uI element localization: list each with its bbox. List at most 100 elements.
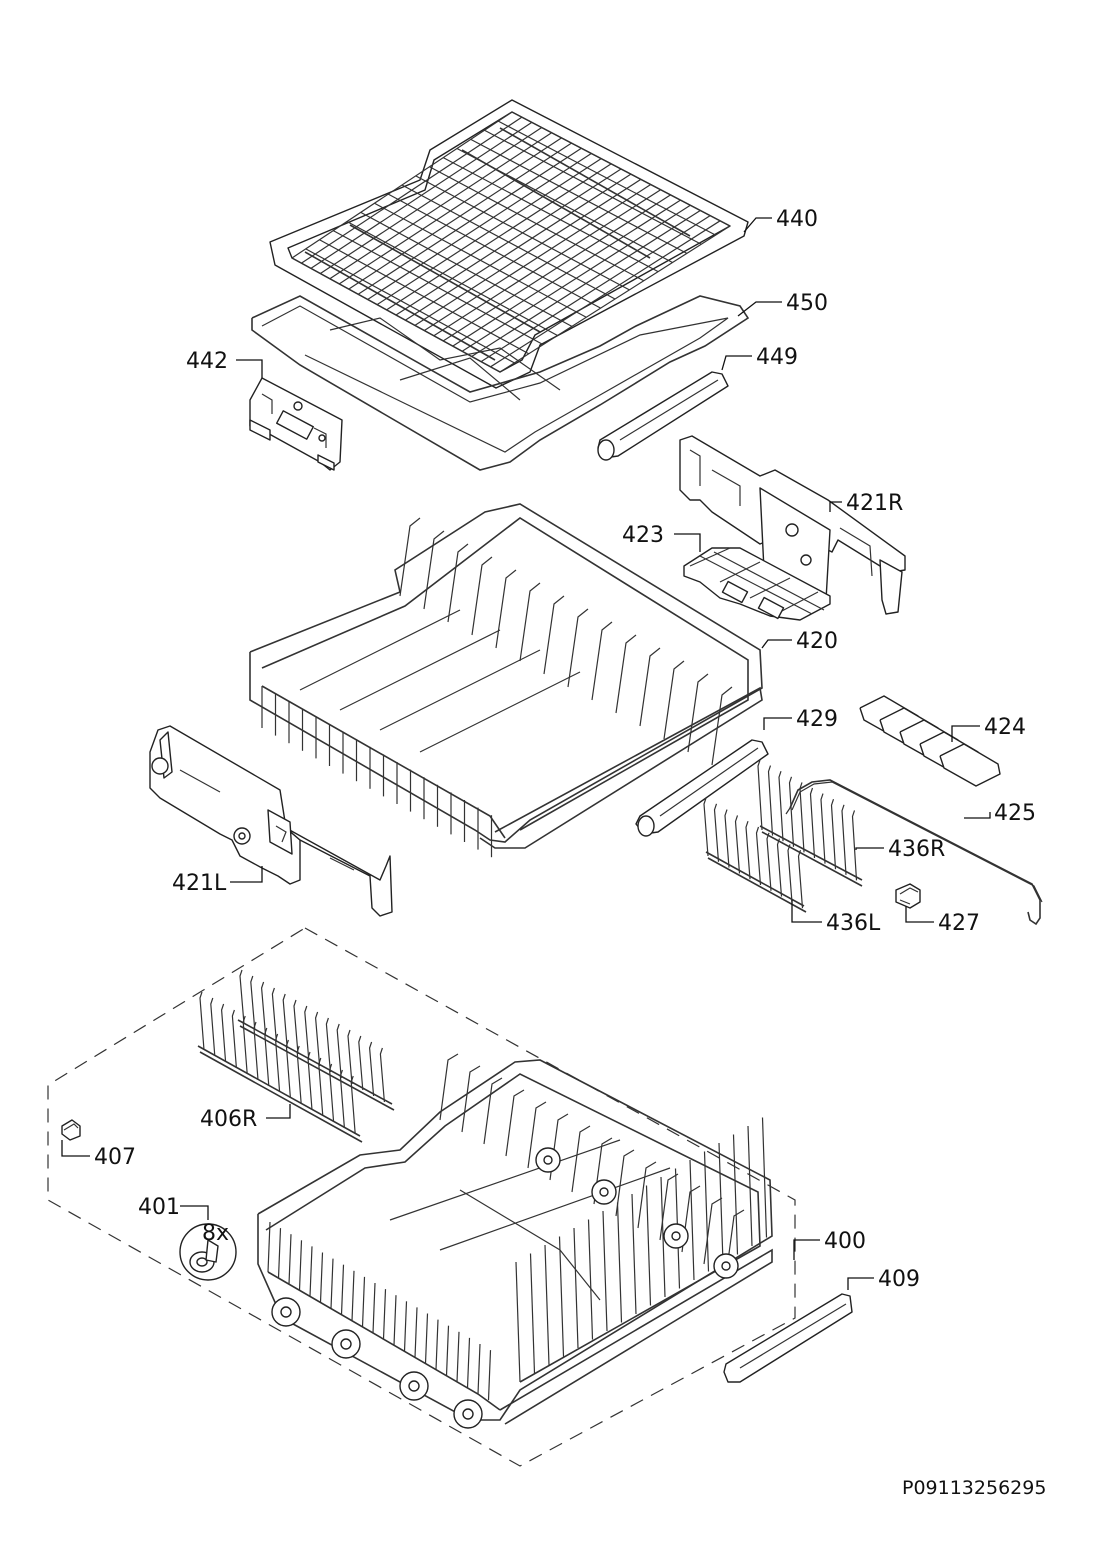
lower-basket-upright	[703, 1151, 710, 1272]
part-409-trim	[723, 1293, 853, 1383]
tray-grid-wire	[395, 168, 622, 316]
tray-grid-wire	[301, 116, 523, 264]
tray-grid-wire	[414, 178, 642, 326]
tray-grid-wire	[338, 137, 562, 285]
upper-basket-rib	[543, 595, 565, 675]
tine-406R	[296, 1045, 302, 1105]
tine-436L	[703, 797, 709, 857]
lower-basket-rib	[461, 1065, 481, 1133]
label-409: 409	[878, 1267, 920, 1292]
part-401-wheel	[179, 1223, 237, 1281]
upper-basket-rib	[567, 608, 589, 688]
label-400: 400	[824, 1229, 866, 1254]
lower-basket-upright	[660, 1176, 666, 1298]
lower-basket-rib	[615, 1149, 635, 1217]
lower-basket-upright	[558, 1236, 565, 1357]
upper-basket-rib	[471, 556, 493, 636]
lower-basket-upright	[587, 1219, 594, 1340]
tine-406R	[199, 991, 205, 1051]
part-442-bracket	[249, 377, 343, 471]
tine-406R	[271, 987, 277, 1043]
tine-436R	[820, 793, 826, 864]
lower-basket-upright	[602, 1210, 608, 1332]
tine-406R	[274, 1033, 281, 1093]
tray-grid-wire	[329, 132, 552, 280]
tine-406R	[285, 1039, 291, 1099]
tray-grid-wire	[461, 204, 691, 352]
tine-406R	[239, 969, 245, 1025]
tine-436L	[713, 803, 720, 862]
upper-basket-rib	[615, 634, 637, 714]
tray-grid-wire	[499, 225, 731, 373]
lower-basket-upright	[403, 1301, 408, 1352]
tine-406R	[231, 1009, 237, 1069]
tine-436L	[776, 838, 783, 897]
tray-grid-wire	[480, 215, 711, 363]
label-420: 420	[796, 629, 838, 654]
part-400-lower-basket	[257, 1053, 773, 1429]
part-436R-tine-rack	[757, 759, 863, 887]
tine-436R	[778, 771, 784, 842]
upper-basket-rib	[399, 517, 421, 597]
tine-406R	[347, 1029, 353, 1085]
tine-406R	[282, 993, 288, 1049]
tine-406R	[325, 1017, 331, 1073]
lower-basket-upright	[267, 1221, 271, 1273]
part-407-clip	[61, 1119, 81, 1141]
tine-436L	[755, 826, 762, 886]
label-423: 423	[622, 523, 664, 548]
part-labels: 440 450 442 449 421R 423 420 429 424 425…	[94, 207, 1046, 1499]
lower-basket-upright	[351, 1270, 355, 1321]
tray-grid-wire	[376, 158, 602, 306]
lower-basket-upright	[515, 1261, 521, 1383]
tray-grid-wire	[452, 199, 681, 347]
tine-436L	[745, 821, 751, 880]
tine-436R	[841, 804, 847, 875]
tine-406R	[293, 999, 299, 1055]
lower-basket-rib	[505, 1089, 525, 1157]
label-407: 407	[94, 1145, 136, 1170]
tine-406R	[307, 1051, 313, 1111]
tray-grid-wire	[357, 147, 582, 295]
lower-basket-upright	[718, 1142, 724, 1264]
label-425: 425	[994, 801, 1036, 826]
lower-basket-upright	[747, 1125, 753, 1247]
tine-406R	[336, 1023, 342, 1079]
label-401: 401	[138, 1195, 180, 1220]
tine-406R	[318, 1057, 324, 1117]
lower-basket-rib	[637, 1161, 657, 1229]
label-450: 450	[786, 291, 828, 316]
tine-436R	[788, 776, 795, 847]
tine-436L	[787, 844, 793, 903]
tray-grid-wire	[442, 194, 671, 342]
label-440: 440	[776, 207, 818, 232]
lower-basket-rib	[527, 1101, 547, 1169]
tray-grid-wire	[310, 121, 533, 269]
tine-406R	[368, 1041, 375, 1097]
part-425-rod	[785, 779, 1043, 926]
label-421R: 421R	[846, 491, 903, 516]
part-406R-tine-rack	[197, 969, 395, 1143]
tine-436L	[734, 815, 741, 874]
clip-424	[939, 743, 1001, 787]
lower-basket-upright	[445, 1325, 450, 1376]
tine-406R	[253, 1021, 259, 1081]
leader-lines	[61, 217, 991, 1290]
label-401-quantity: 8x	[202, 1221, 229, 1246]
label-406R: 406R	[200, 1107, 257, 1132]
lower-basket-upright	[573, 1227, 579, 1349]
part-420-upper-basket	[249, 503, 763, 858]
label-427: 427	[938, 911, 980, 936]
tray-grid-wire	[490, 220, 721, 368]
tine-436R	[799, 782, 805, 853]
tine-406R	[339, 1069, 345, 1129]
label-436L: 436L	[826, 911, 881, 936]
upper-basket-rib	[423, 530, 445, 610]
lower-basket-upright	[477, 1343, 481, 1395]
lower-basket-upright	[466, 1337, 471, 1388]
tray-grid-wire	[471, 209, 701, 357]
lower-basket-upright	[732, 1134, 739, 1255]
lower-basket-upright	[689, 1159, 695, 1281]
lower-basket-upright	[298, 1240, 303, 1291]
